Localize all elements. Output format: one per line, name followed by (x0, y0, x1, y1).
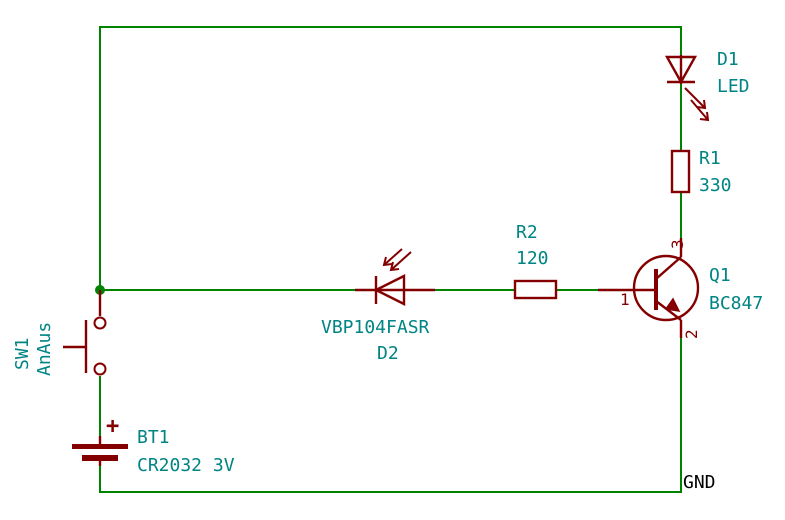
led-d1 (664, 55, 710, 122)
gnd-net-label: GND (683, 472, 716, 493)
battery-negative-plate (82, 455, 118, 461)
light-receive-icon (382, 248, 412, 272)
transistor-q1 (598, 238, 700, 338)
q1-value: BC847 (709, 293, 763, 314)
r1-ref: R1 (699, 148, 721, 169)
sw1-value: AnAus (34, 322, 55, 376)
q1-pin-emitter: 2 (682, 329, 701, 339)
bt1-value: CR2032 3V (137, 455, 235, 476)
emitter-arrow-icon (664, 297, 681, 312)
d1-ref: D1 (717, 49, 739, 70)
bt1-ref: BT1 (137, 427, 170, 448)
q1-ref: Q1 (709, 265, 731, 286)
q1-pin-base: 1 (620, 290, 630, 309)
r1-value: 330 (699, 175, 732, 196)
wire-gnd (99, 338, 682, 493)
d2-ref: D2 (377, 343, 399, 364)
wires (95, 26, 682, 493)
r2-ref: R2 (516, 222, 538, 243)
wire-top (99, 26, 682, 290)
sw1-ref: SW1 (12, 337, 33, 370)
battery-bt1 (72, 436, 128, 466)
battery-positive-plate (72, 444, 128, 449)
photodiode-d2 (355, 248, 435, 306)
d1-value: LED (717, 76, 750, 97)
bt1-polarity: + (106, 414, 119, 439)
resistor-r1 (670, 149, 691, 194)
light-emission-icon (684, 87, 710, 122)
resistor-r2 (513, 279, 558, 300)
switch-sw1 (63, 290, 107, 376)
q1-pin-collector: 3 (668, 239, 687, 249)
r2-value: 120 (516, 248, 549, 269)
d2-value: VBP104FASR (321, 317, 430, 338)
